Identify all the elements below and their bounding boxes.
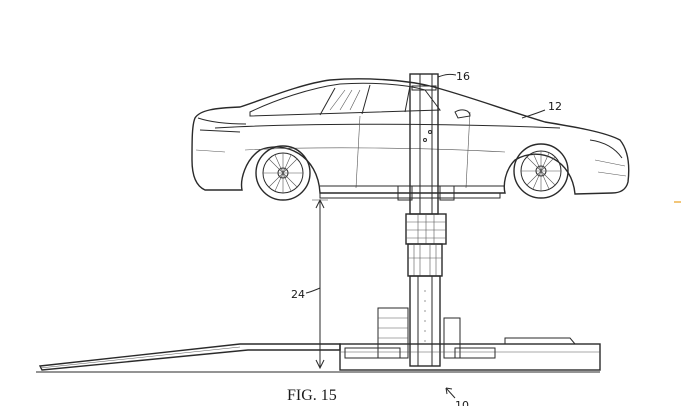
label-height: 24: [291, 288, 305, 301]
leader-car: [521, 109, 546, 119]
leader-column: [437, 73, 457, 78]
car-drawing: [191, 78, 630, 195]
front-wheel: [513, 143, 569, 199]
label-column: 16: [456, 70, 470, 83]
leader-base: [445, 387, 456, 399]
label-base: 10: [455, 399, 469, 406]
rear-wheel: [255, 145, 311, 201]
lift-base: [36, 307, 601, 373]
leader-height: [305, 287, 321, 294]
leader-base-arrow: [445, 387, 453, 395]
height-dimension: [312, 198, 328, 370]
label-car: 12: [548, 100, 562, 113]
figure-caption: FIG. 15: [287, 387, 337, 404]
lift-column: [405, 73, 447, 367]
